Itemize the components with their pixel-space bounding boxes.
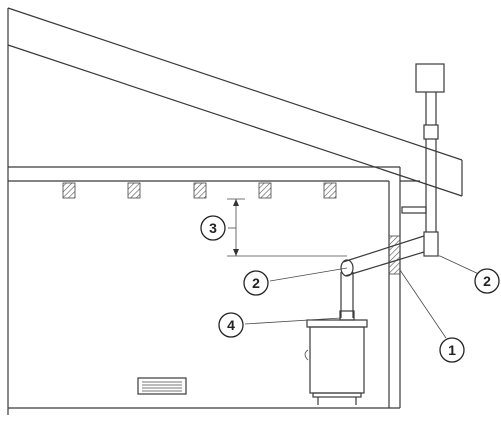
- svg-text:2: 2: [252, 275, 260, 291]
- roof: [7, 7, 463, 415]
- svg-text:4: 4: [227, 317, 235, 333]
- stove: [304, 319, 368, 405]
- damper: [339, 310, 355, 321]
- connector-pipe: [340, 235, 425, 318]
- svg-text:1: 1: [448, 342, 456, 358]
- svg-text:2: 2: [483, 273, 491, 289]
- ceiling-joists: [62, 182, 337, 199]
- callout-4: 4: [218, 312, 244, 338]
- svg-text:3: 3: [209, 220, 217, 236]
- leader-lines: [228, 227, 484, 339]
- callout-3: 3: [200, 215, 226, 241]
- wall-thimble: [388, 235, 401, 275]
- callout-2-left: 2: [243, 270, 269, 296]
- floor-vent: [137, 377, 187, 395]
- walls: [8, 166, 420, 408]
- callout-1: 1: [439, 337, 465, 363]
- clearance-dimension: [227, 198, 347, 257]
- exterior-chimney: [401, 63, 445, 257]
- callout-2-right: 2: [474, 268, 500, 294]
